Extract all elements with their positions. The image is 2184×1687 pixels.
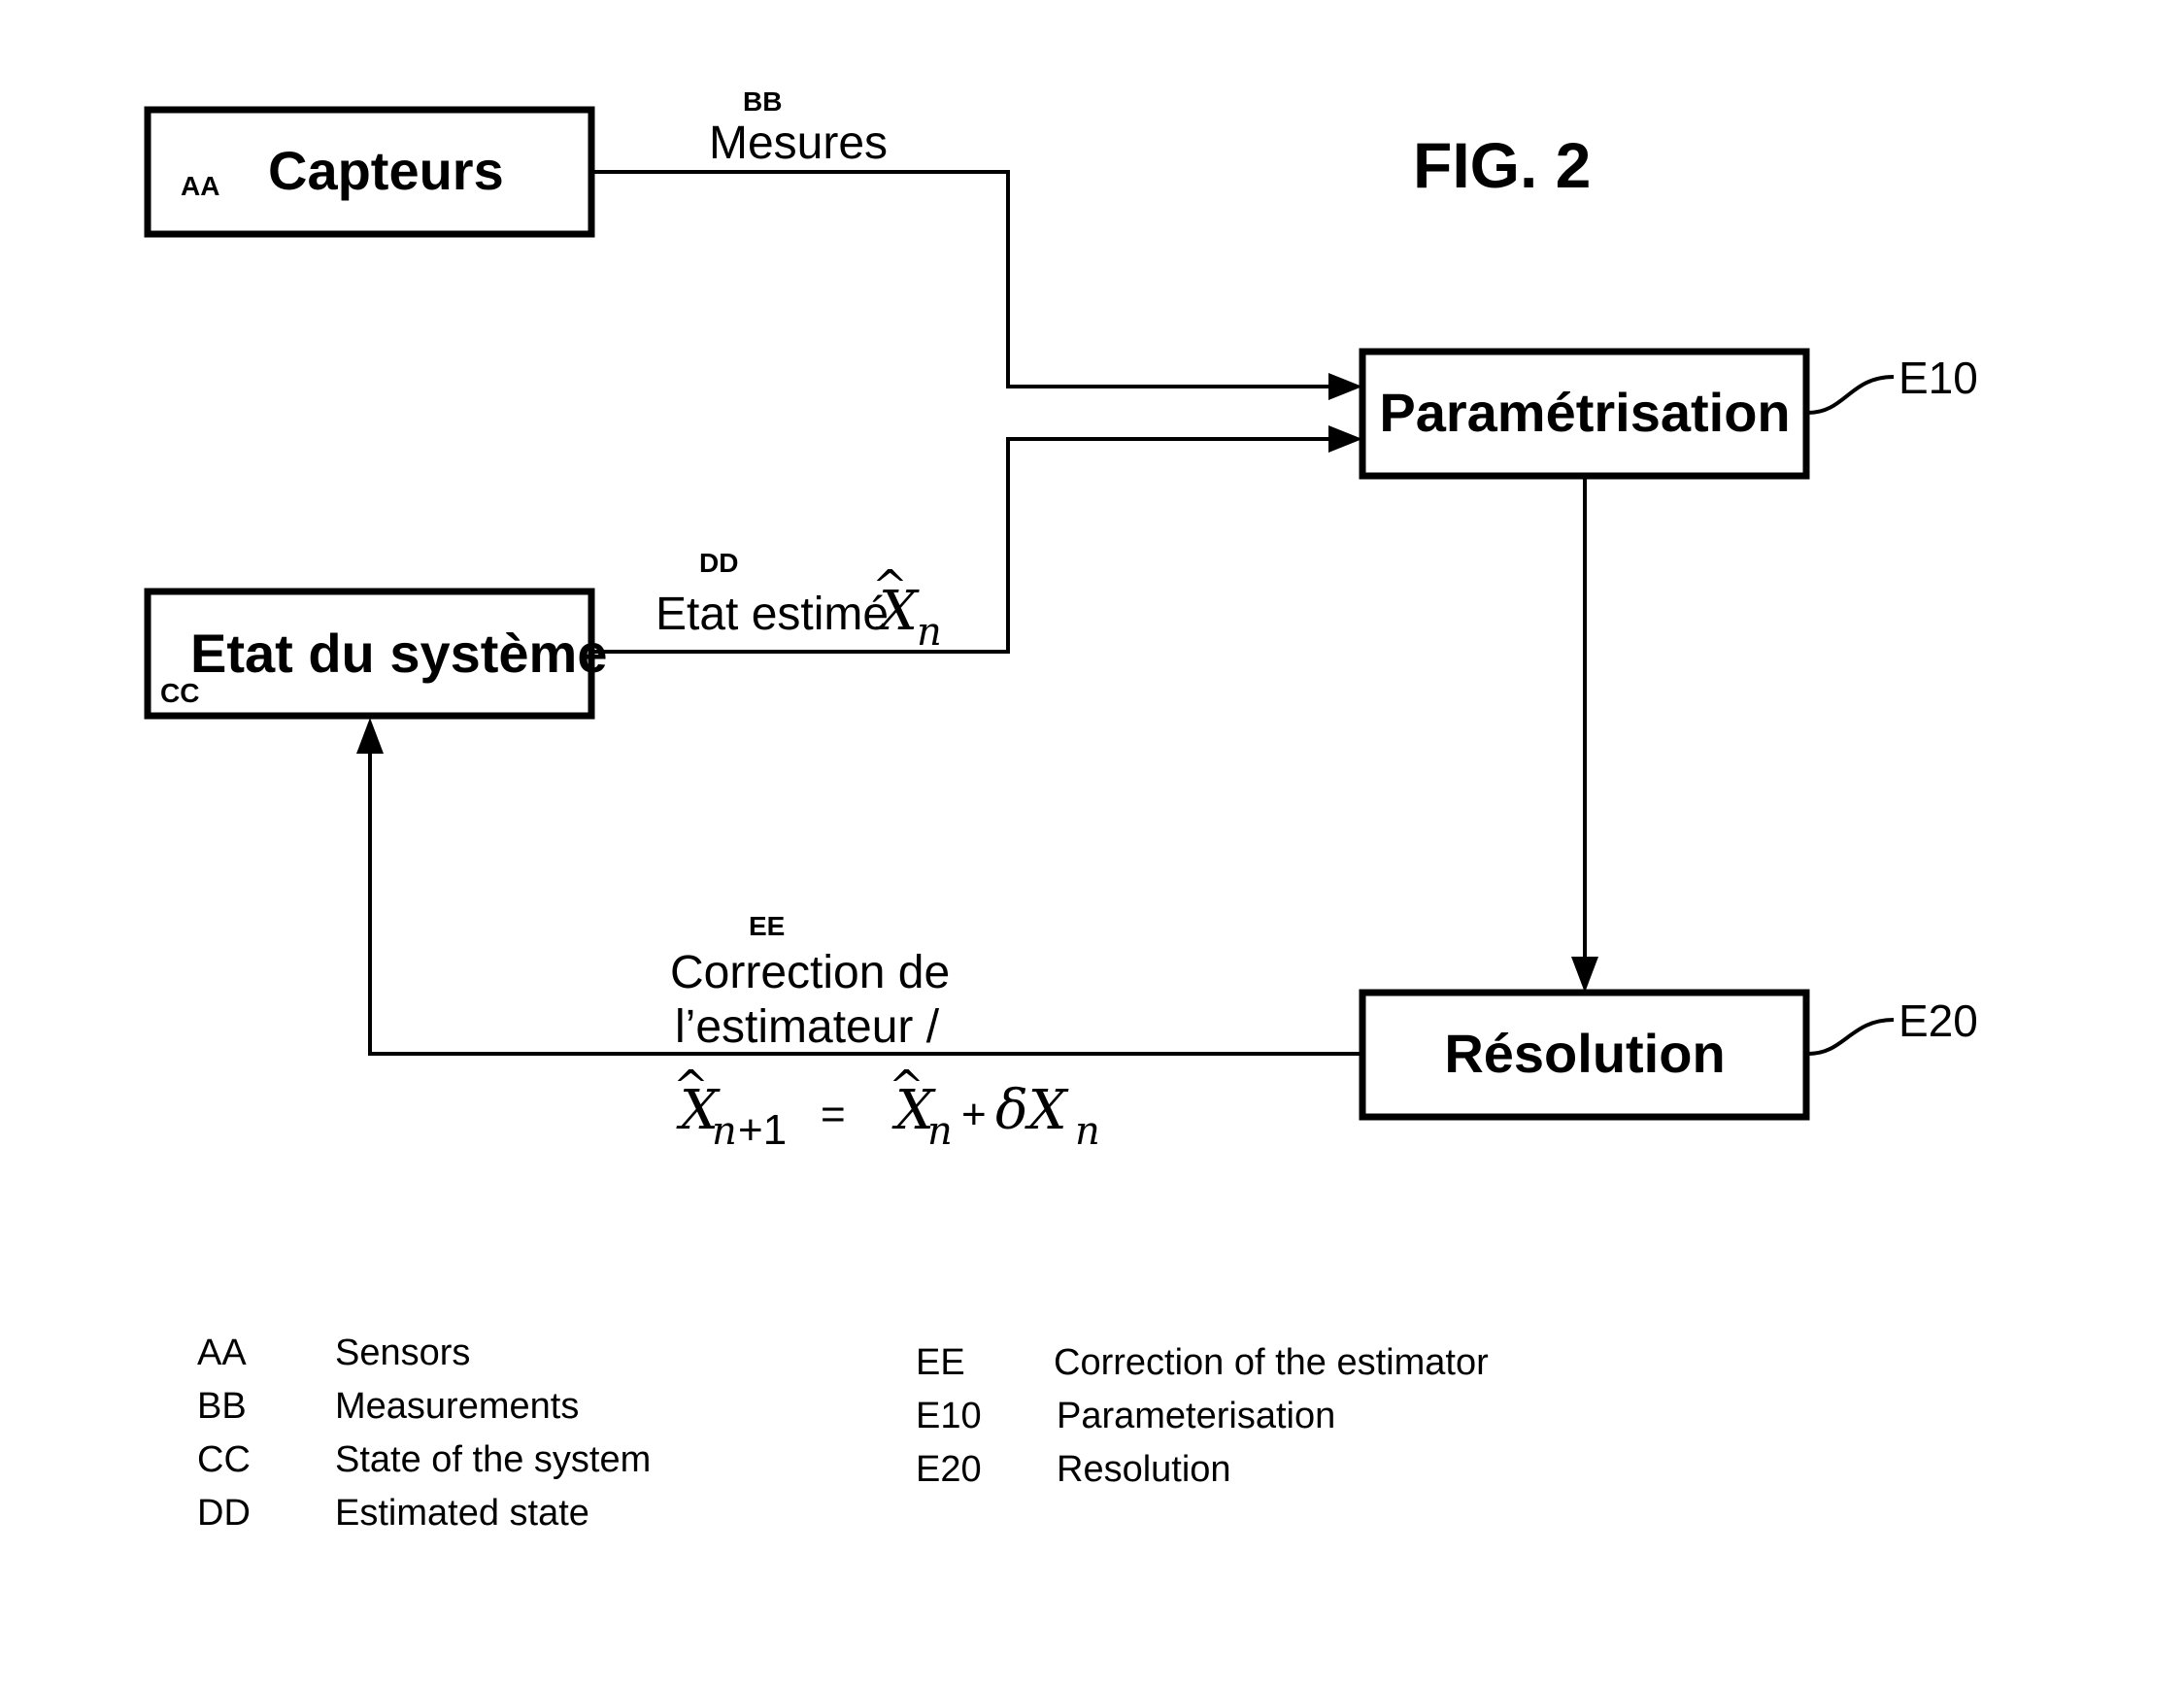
correction-arrowhead (356, 718, 384, 754)
legend-text: Correction of the estimator (1054, 1342, 1489, 1383)
etat-code: CC (160, 678, 199, 708)
resolution-box-frame (1359, 989, 1810, 1121)
correction-code: EE (749, 911, 785, 941)
mesures-arrowhead (1328, 373, 1362, 400)
e20-ref: E20 (1898, 995, 1978, 1046)
correction-line2: l’estimateur / (675, 1001, 940, 1053)
capteurs-code: AA (181, 171, 219, 201)
formula-lhs-sub: n (712, 1109, 737, 1154)
etat-estime-symbol: ^ X n (872, 561, 942, 655)
etat-label: Etat du système (190, 623, 608, 684)
etat-estime-code: DD (699, 548, 738, 578)
legend: AA Sensors BB Measurements CC State of t… (197, 1333, 1489, 1534)
etat-estime-label: Etat estimé (655, 589, 889, 640)
etat-box: Etat du système CC (144, 588, 608, 720)
etat-arrowhead (1328, 425, 1362, 453)
capteurs-label: Capteurs (268, 140, 504, 201)
parametrisation-box: Paramétrisation (1359, 348, 1810, 480)
mesures-connector (593, 170, 1338, 388)
formula-plus: + (961, 1091, 987, 1138)
capteurs-box: AA Capteurs (144, 106, 595, 238)
formula-lhs-hat: ^ (673, 1062, 709, 1111)
etat-estime-sub: n (917, 610, 942, 655)
legend-code: AA (197, 1333, 247, 1373)
correction-connector (368, 738, 1361, 1056)
legend-code: E20 (916, 1449, 982, 1490)
legend-text: Measurements (335, 1386, 579, 1427)
legend-code: DD (197, 1493, 251, 1534)
etat-estime-x: X (875, 580, 920, 643)
figure-title: FIG. 2 (1413, 129, 1591, 201)
legend-right: EE Correction of the estimator E10 Param… (916, 1342, 1489, 1490)
correction-line1: Correction de (670, 947, 950, 998)
formula-delta: δX (995, 1079, 1069, 1142)
mesures-label: Mesures (709, 118, 888, 169)
formula-rhs-x: X (891, 1079, 936, 1142)
formula-equals: = (821, 1091, 846, 1138)
legend-code: EE (916, 1342, 965, 1383)
legend-text: Resolution (1057, 1449, 1231, 1490)
resolution-box: Résolution (1359, 989, 1810, 1121)
formula-delta-sub: n (1075, 1109, 1100, 1154)
correction-formula: ^ X n +1 = ^ X n + δX n (673, 1062, 1100, 1154)
resolution-label: Résolution (1444, 1023, 1725, 1084)
legend-text: Sensors (335, 1333, 470, 1373)
etat-estime-hat: ^ (872, 561, 908, 611)
legend-text: Parameterisation (1057, 1396, 1335, 1436)
e20-leader (1807, 1018, 1895, 1056)
capteurs-box-frame (144, 106, 595, 238)
etat-connector (593, 437, 1338, 654)
legend-code: E10 (916, 1396, 982, 1436)
e10-leader (1807, 375, 1895, 415)
legend-text: State of the system (335, 1439, 651, 1480)
formula-rhs-hat: ^ (889, 1062, 924, 1111)
mesures-code: BB (743, 86, 782, 117)
formula-lhs-sub-suffix: +1 (738, 1106, 787, 1154)
param-resolution-arrowhead (1571, 957, 1598, 993)
legend-text: Estimated state (335, 1493, 589, 1534)
legend-code: BB (197, 1386, 247, 1427)
legend-code: CC (197, 1439, 251, 1480)
parametrisation-box-frame (1359, 348, 1810, 480)
parametrisation-label: Paramétrisation (1379, 382, 1790, 443)
formula-lhs-x: X (676, 1079, 721, 1142)
e10-ref: E10 (1898, 353, 1978, 403)
formula-rhs-sub: n (927, 1109, 953, 1154)
legend-left: AA Sensors BB Measurements CC State of t… (197, 1333, 651, 1534)
etat-box-frame (144, 588, 595, 720)
